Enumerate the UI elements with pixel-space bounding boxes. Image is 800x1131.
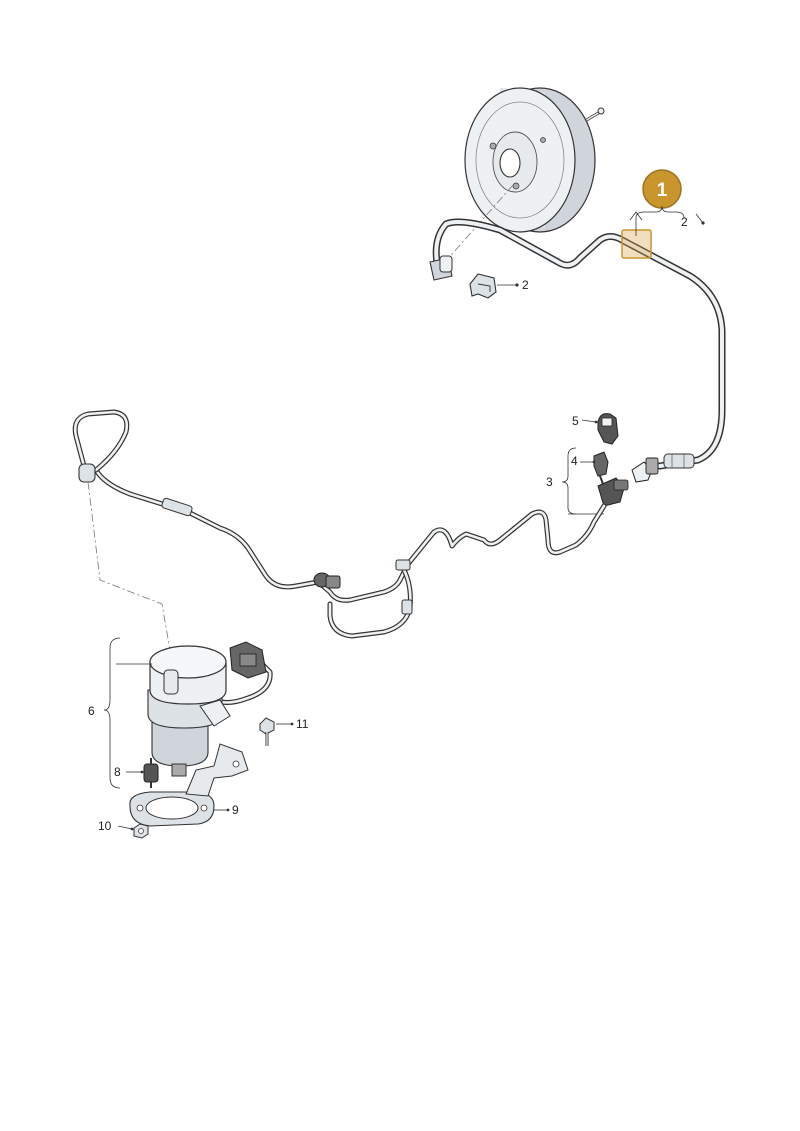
vacuum-pump[interactable] bbox=[147, 641, 273, 777]
mounting-bracket[interactable] bbox=[129, 743, 249, 827]
label-8: 8 bbox=[114, 765, 121, 779]
label-3: 3 bbox=[546, 475, 553, 489]
nut[interactable] bbox=[133, 823, 149, 839]
label-11: 11 bbox=[296, 717, 309, 731]
highlighted-hose-section[interactable] bbox=[621, 229, 652, 259]
callout-1[interactable]: 1 bbox=[629, 169, 705, 236]
upper-vacuum-hose bbox=[429, 218, 726, 470]
label-9: 9 bbox=[232, 803, 239, 817]
label-6: 6 bbox=[88, 704, 95, 718]
hose-clip bbox=[469, 273, 519, 299]
part-4-valve[interactable] bbox=[593, 451, 609, 485]
label-5: 5 bbox=[572, 414, 579, 428]
inline-valve[interactable] bbox=[313, 572, 341, 589]
callout-label: 1 bbox=[657, 180, 668, 201]
pump-leader bbox=[87, 481, 171, 651]
brake-booster bbox=[464, 87, 605, 233]
lower-vacuum-line bbox=[72, 409, 607, 639]
brace-3 bbox=[561, 447, 577, 515]
brace-6 bbox=[103, 637, 121, 789]
check-valve-junction[interactable] bbox=[597, 457, 659, 507]
rubber-mount[interactable] bbox=[143, 758, 159, 788]
label-2-clip: 2 bbox=[522, 278, 529, 292]
part-5-connector[interactable] bbox=[597, 413, 619, 445]
bolt[interactable] bbox=[259, 717, 275, 746]
label-4: 4 bbox=[571, 454, 578, 468]
label-10: 10 bbox=[98, 819, 112, 833]
label-2-top: 2 bbox=[681, 215, 688, 229]
